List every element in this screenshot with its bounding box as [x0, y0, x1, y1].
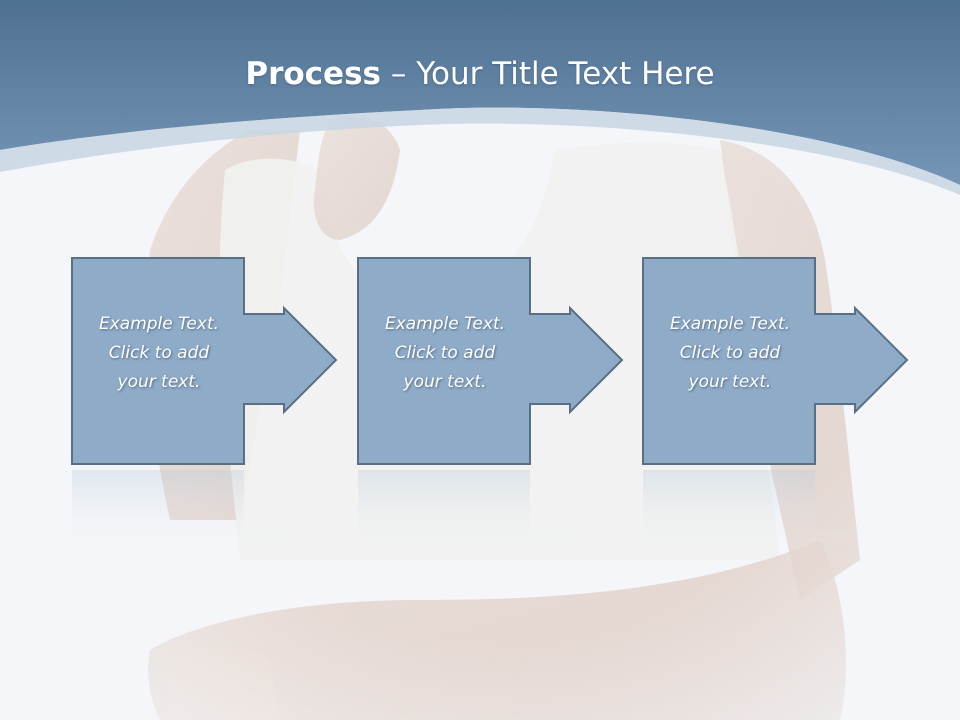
step-line-1: Example Text.	[98, 314, 220, 334]
step-text[interactable]: Example Text. Click to add your text.	[360, 310, 530, 397]
title-rest: – Your Title Text Here	[381, 56, 715, 92]
step-reflection	[356, 470, 626, 560]
step-text[interactable]: Example Text. Click to add your text.	[74, 310, 244, 397]
step-line-2: Click to add	[108, 343, 210, 363]
process-step-3[interactable]: Example Text. Click to add your text.	[641, 256, 911, 468]
title-bold: Process	[245, 56, 381, 92]
step-line-1: Example Text.	[669, 314, 791, 334]
step-line-2: Click to add	[679, 343, 781, 363]
arrow-box-shape	[642, 257, 909, 465]
step-line-2: Click to add	[394, 343, 496, 363]
step-line-1: Example Text.	[384, 314, 506, 334]
page-title: Process – Your Title Text Here	[0, 52, 960, 96]
arrow-box-shape	[357, 257, 624, 465]
step-text[interactable]: Example Text. Click to add your text.	[645, 310, 815, 397]
process-step-1[interactable]: Example Text. Click to add your text.	[70, 256, 340, 468]
header-band	[0, 0, 960, 195]
step-reflection	[70, 470, 340, 560]
process-step-2[interactable]: Example Text. Click to add your text.	[356, 256, 626, 468]
step-line-3: your text.	[688, 372, 772, 392]
arrow-box-shape	[71, 257, 338, 465]
step-line-3: your text.	[117, 372, 201, 392]
step-line-3: your text.	[403, 372, 487, 392]
step-reflection	[641, 470, 911, 560]
